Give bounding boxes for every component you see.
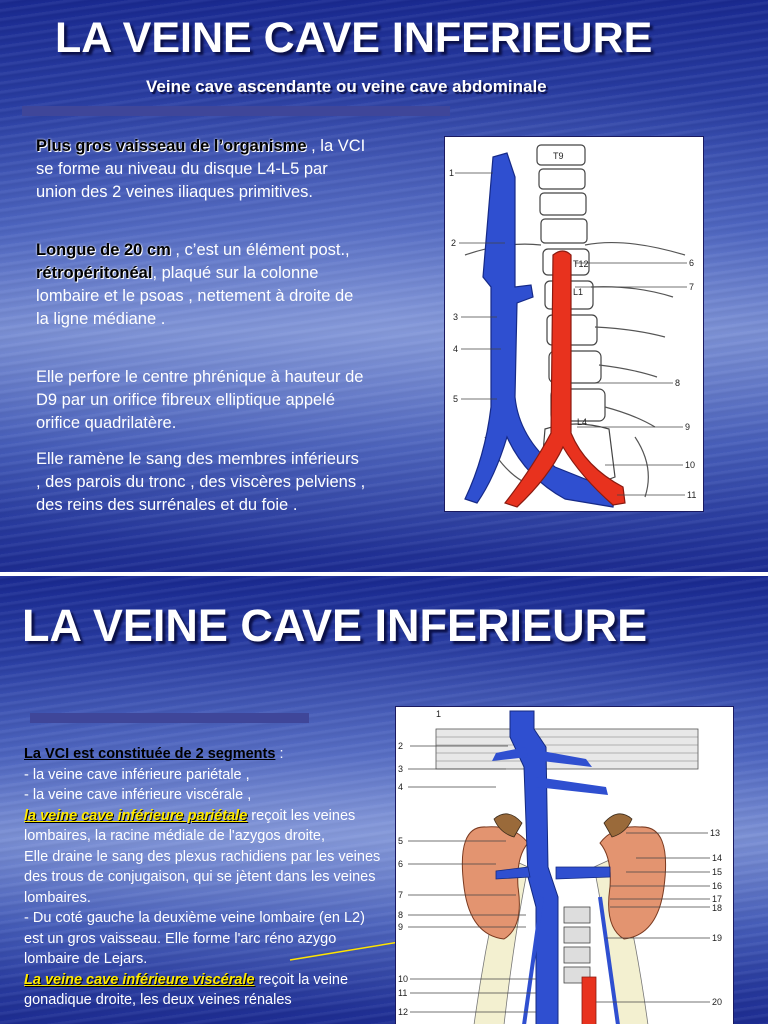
visceral-label: La veine cave inférieure viscérale — [24, 971, 255, 988]
figure-label: 13 — [710, 828, 720, 838]
paragraph-text: , c’est un élément post., — [175, 241, 350, 259]
figure-label: 20 — [712, 997, 722, 1007]
parietal-label: la veine cave inférieure pariétale — [24, 807, 248, 824]
segments-heading-line: La VCI est constituée de 2 segments : — [24, 744, 384, 765]
figure-label: 1 — [449, 168, 454, 178]
left-side-paragraph: - Du coté gauche la deuxième veine lomba… — [24, 910, 365, 967]
figure-label: 3 — [453, 312, 458, 322]
figure-label: 18 — [712, 903, 722, 913]
drain-paragraph: Elle draine le sang des plexus rachidien… — [24, 848, 381, 906]
figure-label: 16 — [712, 881, 722, 891]
figure-label: 8 — [398, 910, 403, 920]
figure-label: 4 — [398, 782, 403, 792]
emphasis-text: Plus gros vaisseau de l’organisme — [36, 137, 307, 155]
figure-label: 4 — [453, 344, 458, 354]
vci-anatomy-figure: 1 2 3 4 5 6 7 8 9 10 11 T9 T12 L1 L4 — [444, 136, 704, 512]
figure-label: 5 — [398, 836, 403, 846]
visceral-text: reçoit la veine gonadique droite, les de… — [24, 971, 349, 1009]
figure-label: 2 — [451, 238, 456, 248]
paragraph-length: Longue de 20 cm , c’est un élément post.… — [36, 239, 366, 331]
figure-label: 6 — [689, 258, 694, 268]
figure-label: 9 — [398, 922, 403, 932]
figure-label: 1 — [436, 709, 441, 719]
figure-label: 10 — [685, 460, 695, 470]
slide-subtitle: Veine cave ascendante ou veine cave abdo… — [146, 77, 547, 96]
figure-label: 10 — [398, 974, 408, 984]
slide-title: LA VEINE CAVE INFERIEURE — [55, 14, 653, 62]
segments-text-block: La VCI est constituée de 2 segments : - … — [24, 744, 384, 1011]
emphasis-text: Longue de 20 cm — [36, 241, 171, 259]
figure-label: 17 — [712, 894, 722, 904]
figure-label: 19 — [712, 933, 722, 943]
vertebra-label: L1 — [573, 287, 583, 297]
segment-item: - la veine cave inférieure viscérale , — [24, 787, 252, 803]
figure-label: 2 — [398, 741, 403, 751]
emphasis-text: rétropéritonéal — [36, 264, 153, 282]
figure-label: 7 — [398, 890, 403, 900]
parietal-paragraph: la veine cave inférieure pariétale reçoi… — [24, 806, 384, 847]
paragraph-origin: Plus gros vaisseau de l’organisme , la V… — [36, 135, 366, 204]
segment-item: - la veine cave inférieure pariétale , — [24, 766, 250, 783]
figure-label: 5 — [453, 394, 458, 404]
figure-label: 14 — [712, 853, 722, 863]
vci-segments-illustration: 1 2 3 4 5 6 7 8 9 10 11 12 13 14 15 16 1… — [398, 709, 722, 1024]
figure-label: 8 — [675, 378, 680, 388]
divider-bar — [22, 106, 450, 116]
paragraph-text: , la VCI se forme au niveau du disque L4… — [36, 137, 366, 201]
figure-label: 3 — [398, 764, 403, 774]
vci-segments-figure: 1 2 3 4 5 6 7 8 9 10 11 12 13 14 15 16 1… — [395, 706, 734, 1024]
figure-label: 7 — [689, 282, 694, 292]
vci-anatomy-illustration: 1 2 3 4 5 6 7 8 9 10 11 T9 T12 L1 L4 — [449, 144, 696, 508]
slide-title: LA VEINE CAVE INFERIEURE — [22, 600, 648, 651]
vertebra-label: T12 — [573, 259, 589, 269]
figure-label: 11 — [398, 988, 407, 998]
segments-heading: La VCI est constituée de 2 segments — [24, 746, 276, 762]
figure-label: 15 — [712, 867, 722, 877]
slide-2: LA VEINE CAVE INFERIEURE La VCI est cons… — [0, 576, 768, 1024]
slide-separator — [0, 572, 768, 576]
parietal-text: reçoit les veines lombaires, la racine m… — [24, 807, 356, 845]
divider-bar — [30, 713, 309, 723]
figure-label: 9 — [685, 422, 690, 432]
vertebra-label: T9 — [553, 151, 564, 161]
figure-label: 12 — [398, 1007, 408, 1017]
paragraph-drainage: Elle ramène le sang des membres inférieu… — [36, 450, 366, 514]
figure-label: 6 — [398, 859, 403, 869]
paragraph-diaphragm: Elle perfore le centre phrénique à haute… — [36, 368, 364, 432]
vertebra-label: L4 — [577, 417, 587, 427]
visceral-paragraph: La veine cave inférieure viscérale reçoi… — [24, 970, 384, 1011]
heading-colon: : — [279, 746, 284, 762]
paragraph-text: , plaqué sur la colonne lombaire et le p… — [36, 264, 354, 328]
slide-1: LA VEINE CAVE INFERIEURE Veine cave asce… — [0, 0, 768, 572]
figure-label: 11 — [687, 490, 696, 500]
